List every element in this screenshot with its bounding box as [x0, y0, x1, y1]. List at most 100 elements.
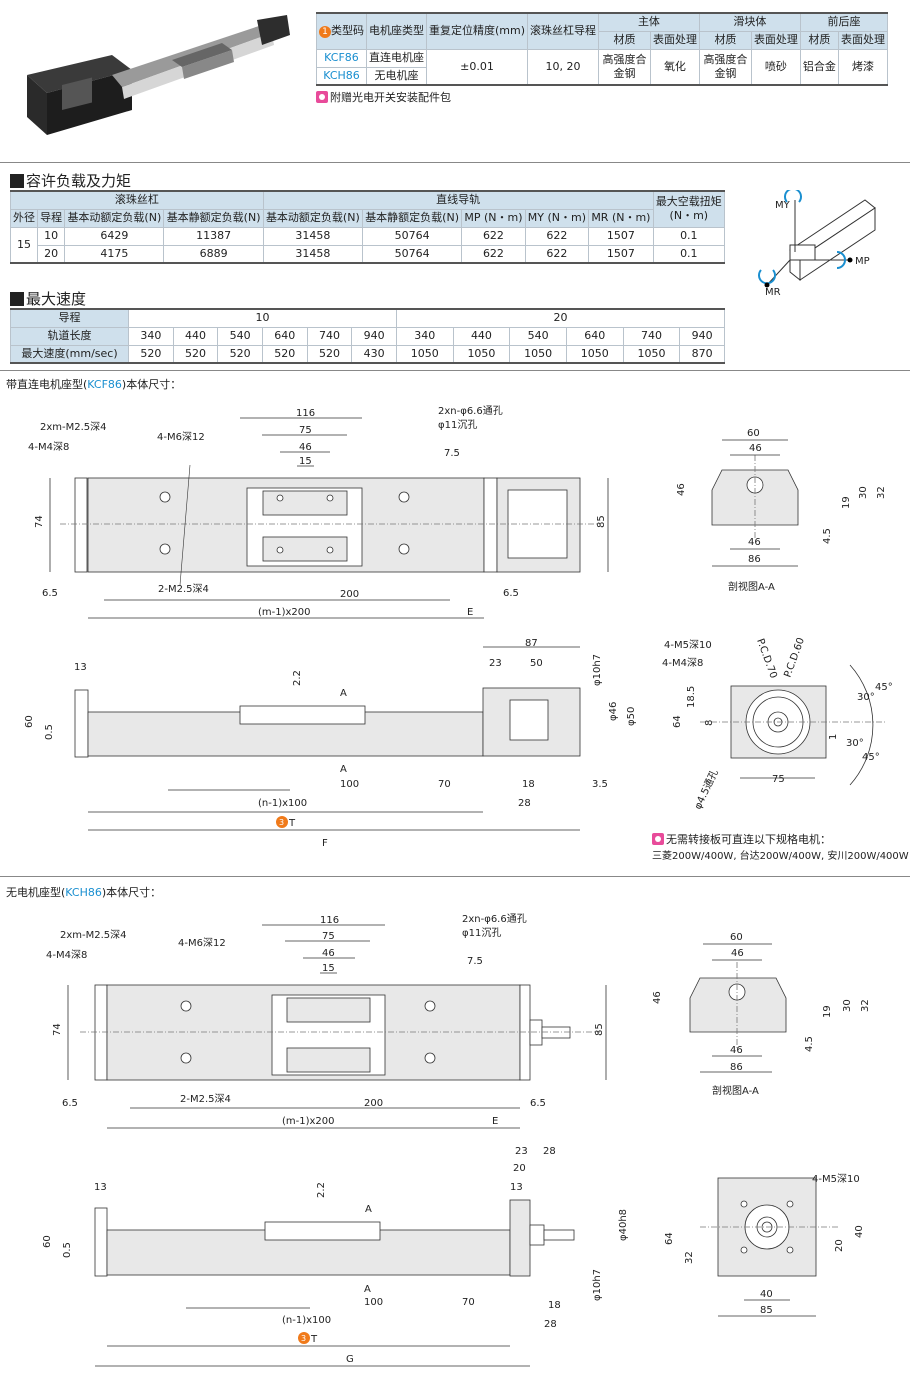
lead-label: 导程 [10, 308, 129, 328]
surface-header: 表面处理 [837, 30, 889, 50]
kcf-top-view: 2xm-M2.5深4 4-M4深8 116 75 4-M6深12 46 15 2… [28, 405, 609, 619]
dim-label: 85 [760, 1305, 773, 1316]
cell: 50764 [361, 244, 463, 264]
dim-label: 50 [530, 658, 543, 669]
cell: 870 [679, 344, 725, 364]
cell: 440 [172, 326, 219, 346]
dim-label: 13 [510, 1182, 523, 1193]
dim-label: 46 [652, 991, 663, 1004]
dim-label: 2xm-M2.5深4 [40, 421, 107, 433]
cell: 6889 [163, 244, 264, 264]
dim-label: 64 [672, 715, 683, 728]
dim-label: 2-M2.5深4 [158, 583, 209, 595]
dim-label: 46 [748, 537, 761, 548]
cell: 740 [622, 326, 681, 346]
note-icon [652, 833, 664, 845]
dim-label: A [340, 688, 347, 699]
dim-label: 0.5 [62, 1242, 73, 1258]
dim-label: 18.5 [686, 686, 697, 708]
cell: 1507 [588, 226, 654, 246]
cell: 520 [128, 344, 174, 364]
cell: 622 [461, 244, 526, 264]
dimension-drawings: .g{fill:#e8e8e8}.w{fill:#fff}.d{stroke-d… [24, 405, 893, 1367]
cell: 高强度合金钢 [698, 48, 752, 86]
cell: 直连电机座 [365, 48, 427, 68]
dim-label: 28 [518, 798, 531, 809]
section-caption: 剖视图A-A [728, 580, 775, 593]
cell: 1050 [395, 344, 454, 364]
divider [0, 370, 910, 371]
note-icon [316, 91, 328, 103]
dim-label: 87 [525, 638, 538, 649]
dim-label: 40 [854, 1225, 865, 1238]
material-header: 材质 [597, 30, 651, 50]
dim-label: 40 [760, 1289, 773, 1300]
dim-label: 15 [322, 963, 335, 974]
cell: 640 [261, 326, 308, 346]
kcf-side-view: 13 87 23 50 2.2 A 60 0.5 φ10h7 φ46 φ50 A… [24, 638, 637, 849]
dim-label: 3.5 [592, 779, 608, 790]
cell: 20 [395, 308, 726, 328]
dim-label: φ4.5通孔 [692, 768, 721, 812]
cell: 铝合金 [799, 48, 839, 86]
cell: 520 [261, 344, 308, 364]
dim-label: 4-M5深10 [664, 639, 712, 651]
dim-label: 28 [543, 1146, 556, 1157]
cell: 50764 [361, 226, 463, 246]
dim-label: 86 [748, 554, 761, 565]
material-header: 材质 [698, 30, 752, 50]
dim-label: T [310, 1334, 318, 1345]
dim-label: 6.5 [530, 1098, 546, 1109]
load-table: 滚珠丝杠 直线导轨 最大空载扭矩(N・m) 外径 导程 基本动额定负载(N) 基… [9, 190, 726, 264]
dim-label: 7.5 [444, 448, 460, 459]
lead-header: 滚珠丝杠导程 [526, 12, 599, 50]
dim-label: (n-1)x100 [282, 1315, 331, 1326]
cell: 940 [351, 326, 397, 346]
dim-label: 46 [749, 443, 762, 454]
surface-header: 表面处理 [750, 30, 801, 50]
mr-header: MR (N・m) [588, 208, 654, 228]
table-row: KCH86 无电机座 [316, 66, 888, 86]
dim-label: 70 [438, 779, 451, 790]
dim-label: 4-M5深10 [812, 1173, 860, 1185]
dim-label: 19 [822, 1005, 833, 1018]
cell: 11387 [163, 226, 264, 246]
dim-label: φ11沉孔 [438, 418, 477, 431]
dim-label: 4-M4深8 [46, 949, 87, 961]
mp-header: MP (N・m) [461, 208, 526, 228]
moment-diagram: MY MP MR [758, 190, 876, 298]
dim-label: 4.5 [822, 528, 833, 544]
my-label: MY [775, 200, 791, 211]
dim-label: 46 [322, 948, 335, 959]
dim-label: 15 [299, 456, 312, 467]
cell: 740 [306, 326, 353, 346]
type-code-link[interactable]: KCH86 [316, 66, 367, 86]
dim-label: 4-M6深12 [178, 937, 226, 949]
dim-label: 7.5 [467, 956, 483, 967]
dim-label: 75 [299, 425, 312, 436]
dim-label: 60 [730, 932, 743, 943]
dim-label: 46 [730, 1045, 743, 1056]
cell: 无电机座 [365, 66, 427, 86]
type-code-link[interactable]: KCF86 [316, 48, 367, 68]
kch-drawing-title: 无电机座型(KCH86)本体尺寸： [6, 886, 162, 899]
dim-label: 46 [676, 483, 687, 496]
dim-label: 60 [24, 715, 35, 728]
dim-label: 4.5 [804, 1036, 815, 1052]
dim-label: 46 [299, 442, 312, 453]
dim-label: 32 [684, 1251, 695, 1264]
lead-header: 导程 [37, 208, 66, 228]
speed-label: 最大速度(mm/sec) [10, 344, 129, 364]
cell: 0.1 [652, 226, 726, 246]
dim-label: 70 [462, 1297, 475, 1308]
dim-label: A [364, 1284, 371, 1295]
dim-label: 4-M4深8 [662, 657, 703, 669]
cell: 15 [9, 226, 39, 264]
dim-label: 1 [828, 734, 839, 740]
cell: 540 [217, 326, 263, 346]
